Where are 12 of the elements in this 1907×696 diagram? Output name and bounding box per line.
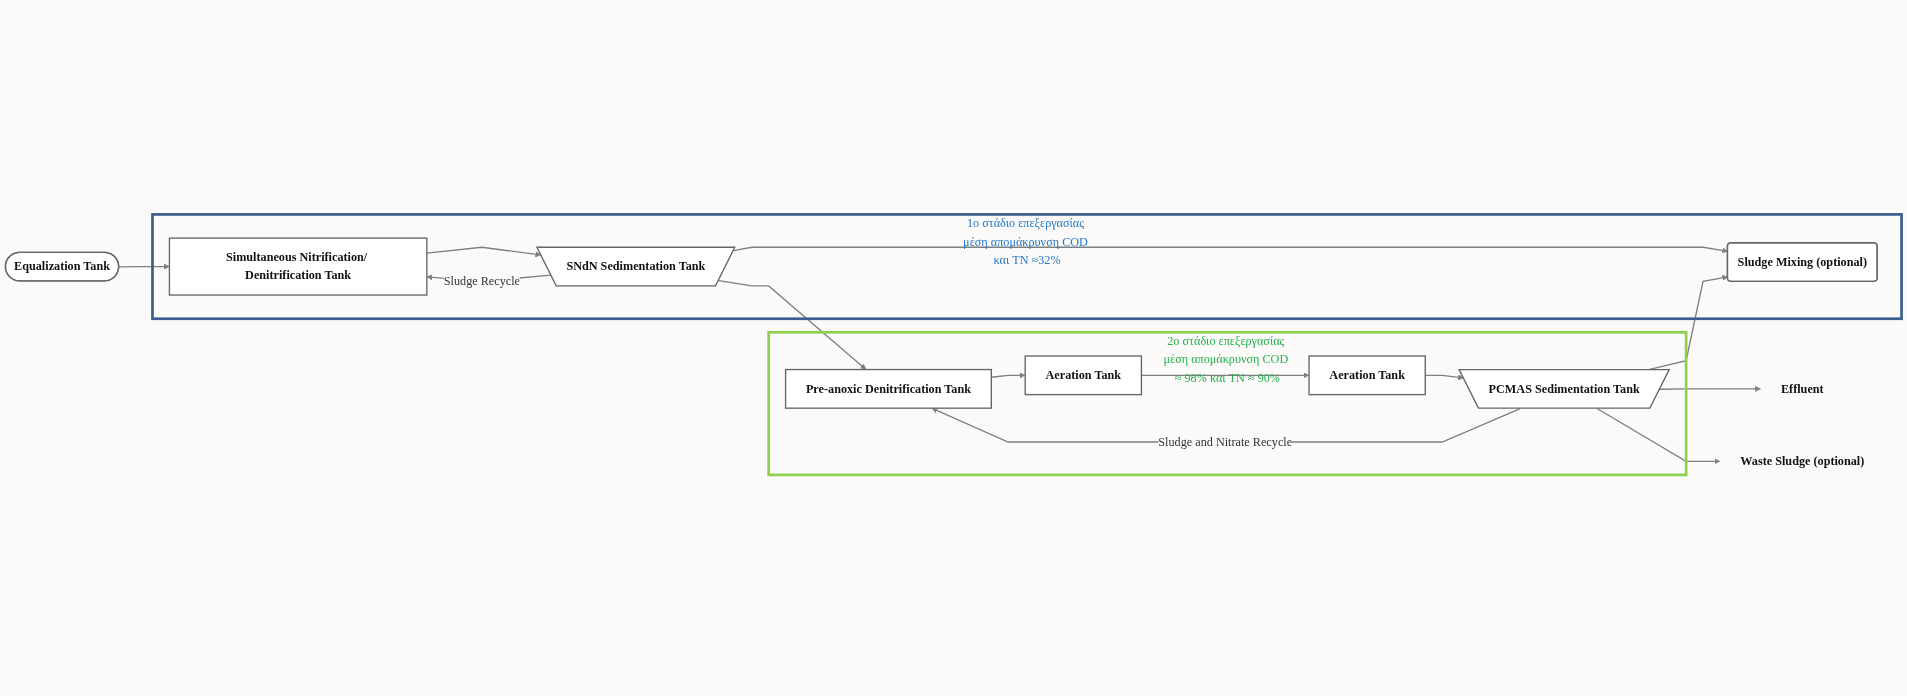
arrow: [1659, 386, 1761, 393]
edge-label: Sludge and Nitrate Recycle: [1158, 435, 1293, 449]
arrow: [717, 280, 867, 371]
node-text: Waste Sludge (optional): [1740, 454, 1865, 469]
node-text: Effluent: [1780, 382, 1824, 396]
node-box: Pre-anoxic Denitrification Tank: [784, 369, 992, 410]
node-box: Aeration Tank: [1308, 355, 1426, 396]
node-box: Simultaneous Nitrification/ Denitrification Tank: [168, 237, 428, 297]
arrow: [426, 247, 542, 258]
edge-label: Sludge Recycle: [443, 274, 520, 289]
arrow: [118, 264, 170, 270]
node-box: Aeration Tank: [1024, 355, 1143, 396]
